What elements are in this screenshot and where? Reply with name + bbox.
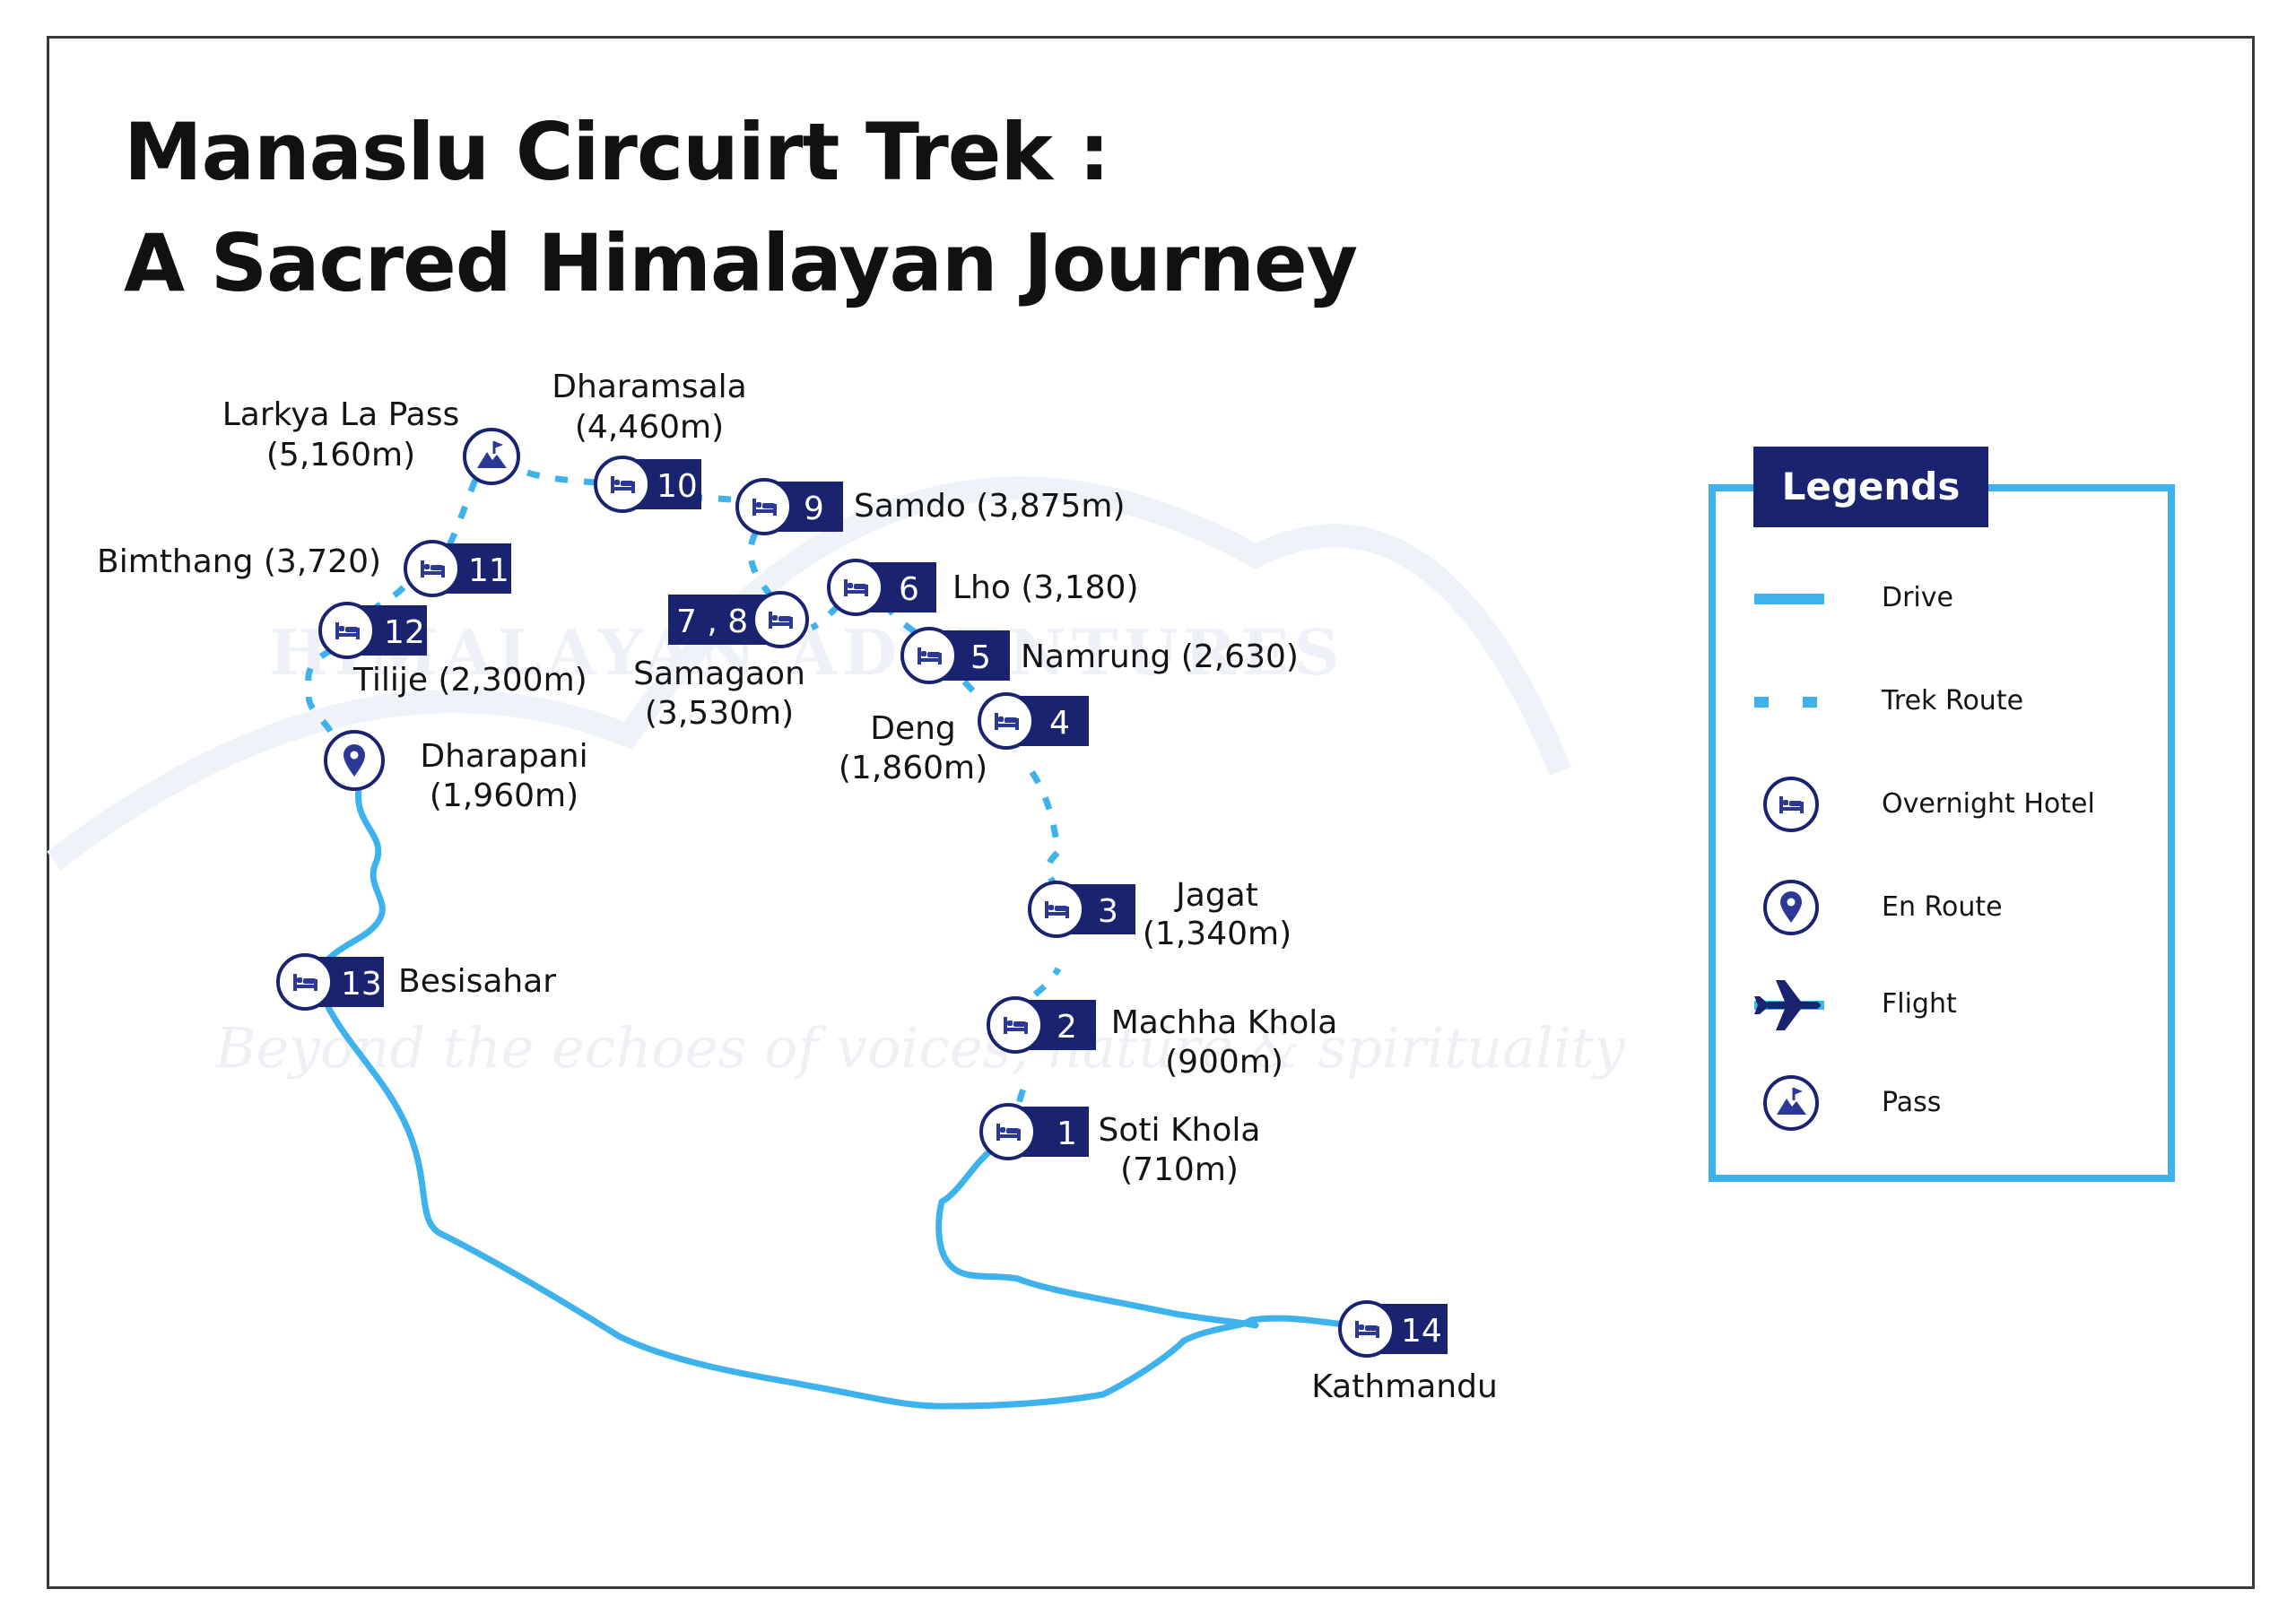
- map-frame: [47, 36, 2255, 1589]
- stop-elevation: (1,960m): [430, 777, 578, 814]
- legend-label: Pass: [1882, 1087, 1942, 1118]
- stop-elevation: (1,340m): [1143, 916, 1292, 952]
- stop-10[interactable]: 10 Dharamsala (4,460m): [552, 369, 747, 513]
- stop-number: 7 , 8: [676, 604, 748, 640]
- airplane-icon: [1754, 980, 1824, 1030]
- pass-icon: [477, 441, 507, 468]
- legend-item-flight: Flight: [1749, 973, 2126, 1036]
- stop-14[interactable]: 14 Kathmandu: [1311, 1300, 1498, 1405]
- watermark-tagline: Beyond the echoes of voices, nature & sp…: [214, 1015, 1626, 1081]
- legend-label: Overnight Hotel: [1882, 788, 2095, 820]
- stop-name: Besisahar: [398, 963, 556, 1000]
- drive-routes: [315, 786, 1358, 1410]
- stop-13[interactable]: 13 Besisahar: [276, 953, 556, 1011]
- stop-number: 12: [384, 614, 425, 651]
- legend-title: Legends: [1753, 447, 1988, 527]
- stop-5[interactable]: 5 Namrung (2,630): [900, 627, 1299, 684]
- legend-item-en-route: En Route: [1749, 876, 2126, 939]
- stop-name: Larkya La Pass: [222, 396, 460, 433]
- stop-elevation: (710m): [1120, 1151, 1239, 1188]
- stop-number: 6: [899, 571, 919, 608]
- legend-item-overnight-hotel: Overnight Hotel: [1749, 773, 2126, 836]
- stop-9[interactable]: 9 Samdo (3,875m): [735, 478, 1126, 535]
- pass-icon: [1763, 1075, 1819, 1131]
- stop-name: Lho (3,180): [952, 569, 1139, 606]
- legend-label: Drive: [1882, 582, 1953, 613]
- legend-item-pass: Pass: [1749, 1072, 2126, 1134]
- stop-name: Soti Khola: [1099, 1112, 1261, 1149]
- stop-name: Samdo (3,875m): [854, 488, 1126, 525]
- stop-elevation: (5,160m): [266, 437, 415, 473]
- stop-6[interactable]: 6 Lho (3,180): [827, 559, 1139, 616]
- stop-12[interactable]: 12 Tilije (2,300m): [318, 602, 587, 699]
- legend-label: En Route: [1882, 891, 2003, 923]
- watermark: HIMALAYAN ADVENTURES Beyond the echoes o…: [47, 476, 1626, 1081]
- solid-line-icon: [1754, 594, 1824, 604]
- stop-number: 9: [804, 491, 824, 527]
- location-pin-icon: [1763, 880, 1819, 935]
- stop-3[interactable]: 3 Jagat (1,340m): [1028, 877, 1292, 952]
- stop-11[interactable]: 11 Bimthang (3,720): [97, 540, 511, 597]
- stop-name: Namrung (2,630): [1021, 638, 1299, 675]
- stop-larkya-la-pass[interactable]: Larkya La Pass (5,160m): [222, 396, 520, 485]
- stop-name: Bimthang (3,720): [97, 543, 381, 580]
- drive-route-besisahar-kathmandu: [319, 992, 1358, 1410]
- legend-label: Trek Route: [1882, 685, 2024, 716]
- stop-elevation: (900m): [1165, 1044, 1283, 1081]
- stop-2[interactable]: 2 Machha Khola (900m): [987, 996, 1338, 1081]
- legend-item-drive: Drive: [1749, 567, 2126, 630]
- stop-1[interactable]: 1 Soti Khola (710m): [979, 1103, 1261, 1188]
- stop-number: 2: [1057, 1009, 1077, 1046]
- map-title-line-1: Manaslu Circuirt Trek :: [124, 106, 1110, 198]
- drive-route-dharapani-besisahar: [315, 786, 386, 977]
- stop-elevation: (1,860m): [839, 750, 987, 786]
- stop-name: Machha Khola: [1111, 1004, 1338, 1041]
- stop-name: Dharapani: [420, 738, 587, 775]
- stop-elevation: (3,530m): [645, 695, 794, 732]
- stop-name: Kathmandu: [1311, 1368, 1498, 1405]
- stop-number: 10: [657, 468, 698, 505]
- map-title: Manaslu Circuirt Trek : A Sacred Himalay…: [124, 97, 1358, 319]
- legend-item-trek-route: Trek Route: [1749, 670, 2126, 733]
- legend-label: Flight: [1882, 988, 1957, 1020]
- stop-name: Deng: [870, 710, 956, 747]
- stop-number: 13: [341, 966, 382, 1003]
- stop-number: 14: [1401, 1313, 1442, 1350]
- stop-number: 3: [1098, 893, 1118, 930]
- stop-name: Tilije (2,300m): [352, 662, 587, 699]
- stop-number: 4: [1049, 705, 1070, 742]
- stop-name: Dharamsala: [552, 369, 746, 405]
- drive-route-sotikhola-kathmandu: [935, 1144, 1259, 1329]
- stop-number: 1: [1057, 1116, 1077, 1152]
- stop-number: 5: [970, 639, 991, 676]
- stop-name: Samagaon: [633, 656, 805, 692]
- stop-name: Jagat: [1174, 877, 1258, 914]
- stop-4[interactable]: 4 Deng (1,860m): [839, 692, 1089, 786]
- stop-number: 11: [468, 552, 509, 589]
- dashed-line-icon: [1754, 697, 1824, 708]
- location-pin-icon: [344, 744, 365, 777]
- stop-dharapani[interactable]: Dharapani (1,960m): [324, 730, 588, 814]
- map-title-line-2: A Sacred Himalayan Journey: [124, 217, 1358, 309]
- stop-7-8[interactable]: 7 , 8 Samagaon (3,530m): [633, 591, 809, 732]
- stop-elevation: (4,460m): [575, 409, 724, 446]
- bed-icon: [1763, 777, 1819, 832]
